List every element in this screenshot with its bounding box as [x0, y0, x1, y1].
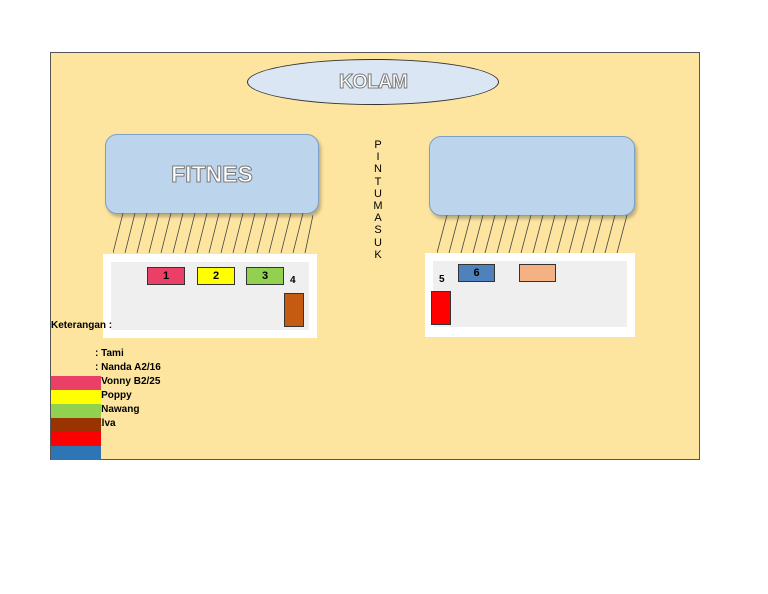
legend-row-prefix: :: [95, 362, 99, 373]
hatch-right: [437, 215, 628, 253]
legend-row-prefix: :: [95, 348, 99, 359]
legend-swatch-red: [51, 432, 101, 446]
legend-swatch-green: [51, 404, 101, 418]
entrance-letter: T: [374, 175, 382, 188]
slot-1-label: 1: [162, 270, 170, 282]
entrance-letter: A: [374, 212, 382, 225]
pool-label: KOLAM: [338, 70, 408, 93]
entrance-letter: S: [374, 224, 382, 237]
legend-title: Keterangan :: [51, 320, 113, 331]
slot-2-label: 2: [212, 270, 220, 282]
legend-swatch-blue: [51, 446, 101, 460]
slot-5: [431, 291, 451, 325]
slot-3-label: 3: [261, 270, 269, 282]
legend-swatch-brown: [51, 418, 101, 432]
entrance-letter: U: [374, 187, 382, 200]
fitness-label: FITNES: [171, 160, 254, 187]
legend-row-name: Nanda A2/16: [101, 362, 161, 373]
slot-5-label: 5: [439, 274, 445, 285]
legend-row-name: Elva: [95, 418, 116, 429]
entrance-letter: K: [374, 248, 382, 261]
legend-row-name: Tami: [101, 348, 124, 359]
legend-swatch-yellow: [51, 390, 101, 404]
pool-area: KOLAM: [247, 59, 499, 105]
entrance-letter: M: [373, 200, 383, 213]
slot-3: 3: [246, 267, 284, 285]
legend-row-vonny: : Vonny B2/25: [95, 375, 160, 389]
legend-row-nawang: : Nawang: [95, 403, 139, 417]
slot-1: 1: [147, 267, 185, 285]
right-hall: [429, 136, 635, 216]
slot-4-label: 4: [290, 275, 296, 286]
room-left: 1 2 3 4: [103, 254, 317, 338]
legend-row-name: Vonny B2/25: [101, 376, 161, 387]
slot-4: [284, 293, 304, 327]
legend-row-tami: : Tami: [95, 347, 124, 361]
legend-swatch-pink: [51, 376, 101, 390]
room-right: 5 6: [425, 253, 635, 337]
entrance-letter: U: [374, 236, 382, 249]
legend-row-name: Poppy: [101, 390, 132, 401]
entrance-letter: P: [374, 139, 382, 151]
floor-plan: KOLAM FITNES: [50, 52, 700, 460]
legend-row-nanda: : Nanda A2/16: [95, 361, 161, 375]
slot-2: 2: [197, 267, 235, 285]
legend-row-elva: Elva: [95, 417, 116, 431]
entrance-letter: N: [374, 163, 382, 176]
hatch-left: [113, 213, 313, 253]
slot-6-label: 6: [473, 267, 480, 279]
fitness-hall: FITNES: [105, 134, 319, 214]
entrance-letter: I: [376, 151, 380, 164]
slot-7: [519, 264, 556, 282]
legend-row-name: Nawang: [101, 404, 140, 415]
slot-6: 6: [458, 264, 495, 282]
